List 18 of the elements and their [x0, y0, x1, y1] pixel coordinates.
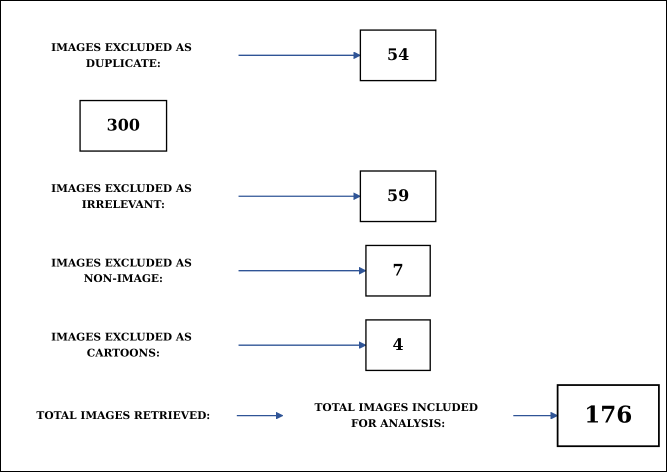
node-text: TOTAL IMAGES RETRIEVED: — [36, 409, 210, 422]
node-text: IMAGES EXCLUDED AS NON-IMAGE: — [51, 256, 192, 285]
node-text: IMAGES EXCLUDED AS DUPLICATE: — [51, 41, 192, 70]
node-box: 4 — [365, 319, 431, 371]
node-text: IMAGES EXCLUDED AS IRRELEVANT: — [51, 182, 192, 210]
node-box: 300 — [79, 100, 168, 152]
node-text: IMAGES EXCLUDED AS CARTOONS: — [51, 330, 192, 360]
node-box: 7 — [365, 244, 431, 296]
node-box: 176 — [556, 384, 660, 447]
arrow — [238, 341, 366, 349]
node-text: TOTAL IMAGES INCLUDED FOR ANALYSIS: — [314, 401, 478, 430]
arrow — [236, 412, 284, 420]
arrow — [238, 266, 366, 274]
arrow — [513, 412, 558, 420]
arrow — [238, 192, 361, 200]
arrow — [238, 51, 361, 60]
node-box: 59 — [360, 170, 436, 222]
node-box: 54 — [360, 29, 436, 82]
